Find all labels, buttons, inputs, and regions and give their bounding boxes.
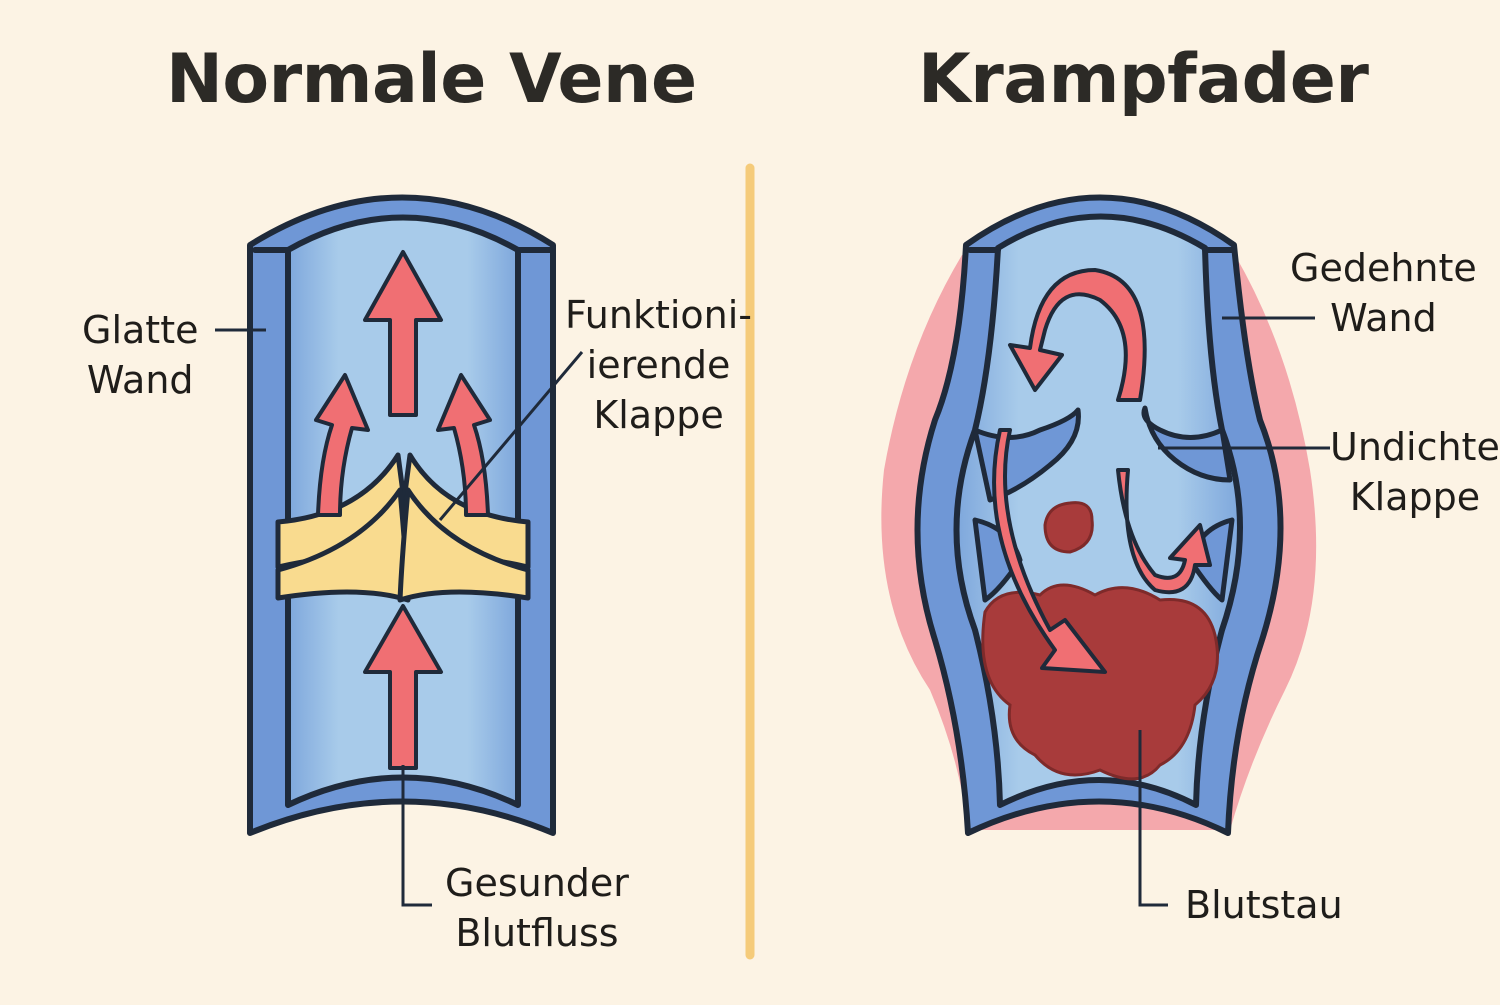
- varicose-vein: [881, 194, 1330, 907]
- blutstau-label: Blutstau: [1185, 883, 1343, 927]
- gesunder-blutfluss-label: Gesunder Blutfluss: [445, 861, 629, 955]
- varicose-swirl-arrow-top: [1008, 268, 1147, 402]
- varicose-vein-title: Krampfader: [918, 40, 1369, 119]
- varicose-backflow-arrow-down: [992, 428, 1107, 674]
- blutfluss-leader: [401, 765, 432, 907]
- normal-valve-leaflet-bottom-right: [397, 487, 531, 603]
- glatte-wand-label: Glatte Wand: [82, 308, 199, 402]
- normal-flow-arrow-bottom: [363, 604, 443, 770]
- normal-flow-arrow-top: [363, 250, 443, 417]
- blutstau-leader: [1138, 730, 1168, 907]
- funktionierende-klappe-label: Funktioni- ierende Klappe: [565, 293, 753, 437]
- varicose-swirl-arrow-right: [1116, 468, 1212, 595]
- gedehnte-wand-label: Gedehnte Wand: [1290, 246, 1477, 340]
- blood-clot-small: [1043, 501, 1094, 554]
- normal-flow-arrow-left: [314, 373, 370, 517]
- normal-vein-title: Normale Vene: [166, 40, 697, 119]
- undichte-klappe-label: Undichte Klappe: [1330, 425, 1500, 519]
- varicose-valve-flap-right: [1141, 405, 1233, 483]
- normal-vein: [215, 194, 584, 907]
- klappe-leader: [438, 351, 584, 521]
